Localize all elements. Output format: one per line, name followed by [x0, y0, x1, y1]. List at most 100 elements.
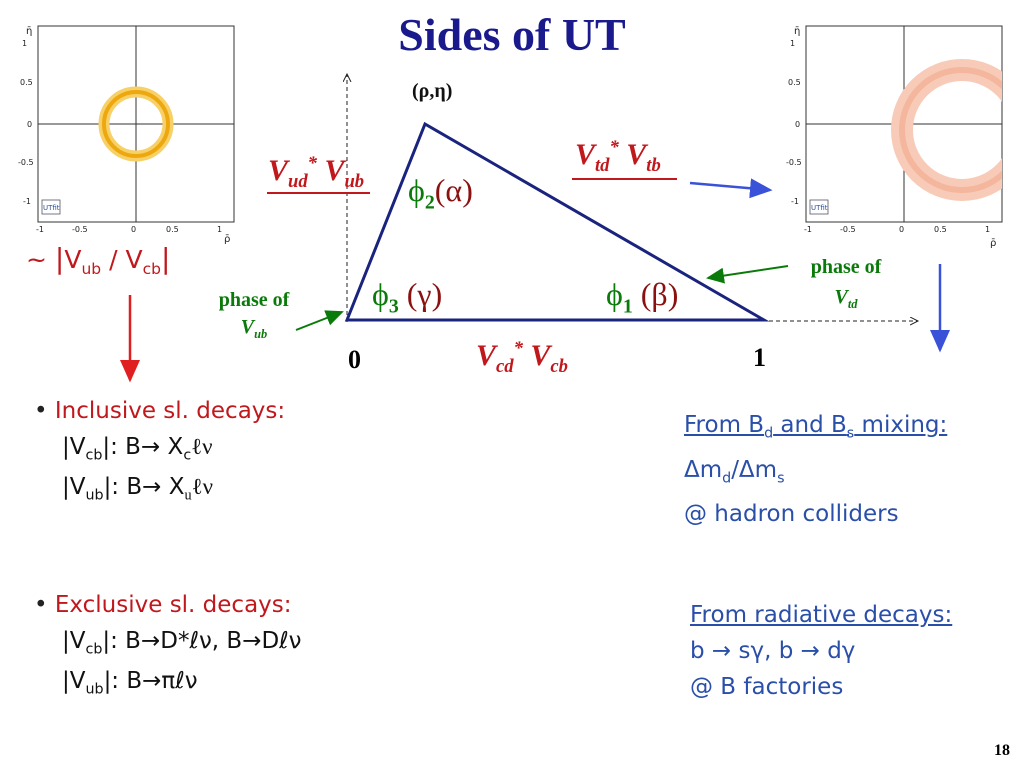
- vertex-1-label: 1: [753, 343, 766, 372]
- radiative-line-2: @ B factories: [690, 674, 844, 700]
- inclusive-heading: Inclusive sl. decays:: [54, 398, 286, 424]
- phase-vub-sub: ub: [254, 327, 268, 341]
- angle-phi1-label: ϕ1 (β): [606, 276, 678, 318]
- side-left-sub2: ub: [344, 171, 365, 192]
- inclusive-block: • Inclusive sl. decays: |Vcb|: B→ Xcℓν |…: [34, 398, 434, 504]
- svg-text:ρ̄: ρ̄: [224, 234, 230, 245]
- phase-vtd-sub: td: [847, 297, 858, 311]
- ut-plot-right: 1 0.5 0 -0.5 -1 -1 -0.5 0 0.5 1 η̄ ρ̄ UT…: [786, 20, 1006, 250]
- phi3-gamma: (γ): [406, 276, 443, 312]
- svg-text:-1: -1: [791, 197, 799, 206]
- svg-text:1: 1: [22, 39, 27, 48]
- exclusive-heading: Exclusive sl. decays:: [54, 592, 292, 618]
- svg-text:0.5: 0.5: [166, 225, 179, 234]
- svg-text:ρ̄: ρ̄: [990, 238, 996, 249]
- svg-text:0.5: 0.5: [20, 78, 33, 87]
- phase-vtd-line1: phase of: [810, 256, 882, 278]
- svg-text:1: 1: [985, 225, 990, 234]
- side-left-sub1: ud: [288, 171, 308, 192]
- svg-text:1: 1: [790, 39, 795, 48]
- phi2-symbol: ϕ: [408, 172, 425, 208]
- ratio-sub2: cb: [142, 260, 161, 278]
- apex-label: (ρ,η): [412, 80, 453, 102]
- ratio-sub1: ub: [81, 260, 102, 278]
- svg-text:0: 0: [899, 225, 904, 234]
- exclusive-line-2: |Vub|: B→πℓν: [62, 668, 454, 698]
- ratio-v1: V: [64, 245, 82, 274]
- mixing-l1-sub2: s: [777, 470, 785, 487]
- ratio-label: ~ |Vub / Vcb|: [26, 242, 171, 278]
- svg-text:1: 1: [217, 225, 222, 234]
- mixing-h-mid: and B: [773, 412, 847, 438]
- side-bottom-v1: V: [476, 339, 497, 372]
- mixing-block: From Bd and Bs mixing: Δmd/Δms @ hadron …: [684, 407, 947, 532]
- excl-2-sub: ub: [85, 681, 104, 698]
- page-title: Sides of UT: [398, 9, 626, 60]
- svg-text:0.5: 0.5: [788, 78, 801, 87]
- mixing-h-sub-d: d: [764, 425, 774, 442]
- incl-1-post: ℓν: [191, 434, 213, 459]
- inclusive-line-2: |Vub|: B→ Xuℓν: [62, 474, 434, 505]
- ratio-v2: V: [125, 245, 143, 274]
- side-left-v1: V: [268, 154, 289, 187]
- side-left-star: *: [307, 153, 317, 174]
- phase-vub-line1: phase of: [218, 289, 290, 311]
- incl-1-sub: cb: [85, 447, 103, 464]
- incl-2-sub2: u: [184, 487, 192, 504]
- vertex-0-label: 0: [348, 345, 361, 374]
- exclusive-block: • Exclusive sl. decays: |Vcb|: B→D*ℓν, B…: [34, 592, 454, 697]
- ut-plot-left-svg: 1 0.5 0 -0.5 -1 -1 -0.5 0 0.5 1 η̄ ρ̄ UT…: [18, 25, 235, 245]
- svg-text:η̄: η̄: [26, 26, 32, 37]
- mixing-l1-sub1: d: [722, 470, 732, 487]
- radiative-line-1: b → sγ, b → dγ: [690, 638, 856, 664]
- angle-phi3-label: ϕ3 (γ): [372, 276, 442, 318]
- side-left-label: Vud* Vub: [268, 153, 364, 193]
- svg-text:0.5: 0.5: [934, 225, 947, 234]
- angle-phi2-label: ϕ2(α): [408, 172, 473, 214]
- svg-text:0: 0: [795, 120, 800, 129]
- svg-text:-1: -1: [23, 197, 31, 206]
- svg-text:0: 0: [131, 225, 136, 234]
- side-right-v1: V: [575, 138, 596, 171]
- side-bottom-sub2: cb: [550, 356, 568, 377]
- phi1-symbol: ϕ: [606, 276, 623, 312]
- phase-vub-arrow: [295, 310, 344, 331]
- side-right-sub1: td: [595, 155, 610, 176]
- svg-text:-0.5: -0.5: [786, 158, 802, 167]
- ut-plot-right-svg: 1 0.5 0 -0.5 -1 -1 -0.5 0 0.5 1 η̄ ρ̄ UT…: [786, 25, 1003, 249]
- svg-text:UTfit: UTfit: [43, 204, 60, 212]
- mixing-line-1: Δmd/Δms: [684, 452, 947, 497]
- side-bottom-v2: V: [530, 339, 551, 372]
- svg-text:-1: -1: [36, 225, 44, 234]
- exclusive-bullet: •: [34, 592, 48, 618]
- exclusive-line-1: |Vcb|: B→D*ℓν, B→Dℓν: [62, 628, 454, 658]
- excl-1-sub: cb: [85, 641, 103, 658]
- excl-2-pre: |V: [62, 667, 86, 694]
- incl-2-post: ℓν: [191, 473, 214, 499]
- mixing-h-pre: From B: [684, 412, 765, 438]
- incl-2-pre: |V: [62, 473, 86, 500]
- phi3-sub: 3: [388, 295, 399, 318]
- phase-vub-label: phase of Vub: [202, 287, 306, 348]
- side-bottom-sub1: cd: [496, 356, 514, 377]
- mixing-heading: From Bd and Bs mixing:: [684, 407, 947, 452]
- svg-text:-1: -1: [804, 225, 812, 234]
- phase-vub-v: V: [240, 316, 255, 338]
- page-number: 18: [994, 742, 1010, 759]
- side-left-v2: V: [324, 154, 345, 187]
- excl-2-post: |: B→πℓν: [103, 667, 198, 694]
- incl-1-sub2: c: [183, 447, 192, 464]
- side-bottom-star: *: [513, 338, 523, 359]
- svg-text:-0.5: -0.5: [840, 225, 856, 234]
- side-right-sub2: tb: [646, 155, 661, 176]
- svg-text:-0.5: -0.5: [18, 158, 34, 167]
- inclusive-bullet: •: [34, 398, 48, 424]
- mixing-l1-pre: Δm: [684, 456, 723, 483]
- excl-1-post: |: B→D*ℓν, B→Dℓν: [102, 628, 302, 654]
- side-right-v2: V: [626, 138, 647, 171]
- side-right-star: *: [609, 137, 619, 158]
- phi1-beta: (β): [640, 276, 679, 312]
- svg-text:η̄: η̄: [794, 26, 800, 37]
- mixing-l1-mid: /Δm: [731, 456, 778, 483]
- side-bottom-label: Vcd* Vcb: [476, 338, 568, 378]
